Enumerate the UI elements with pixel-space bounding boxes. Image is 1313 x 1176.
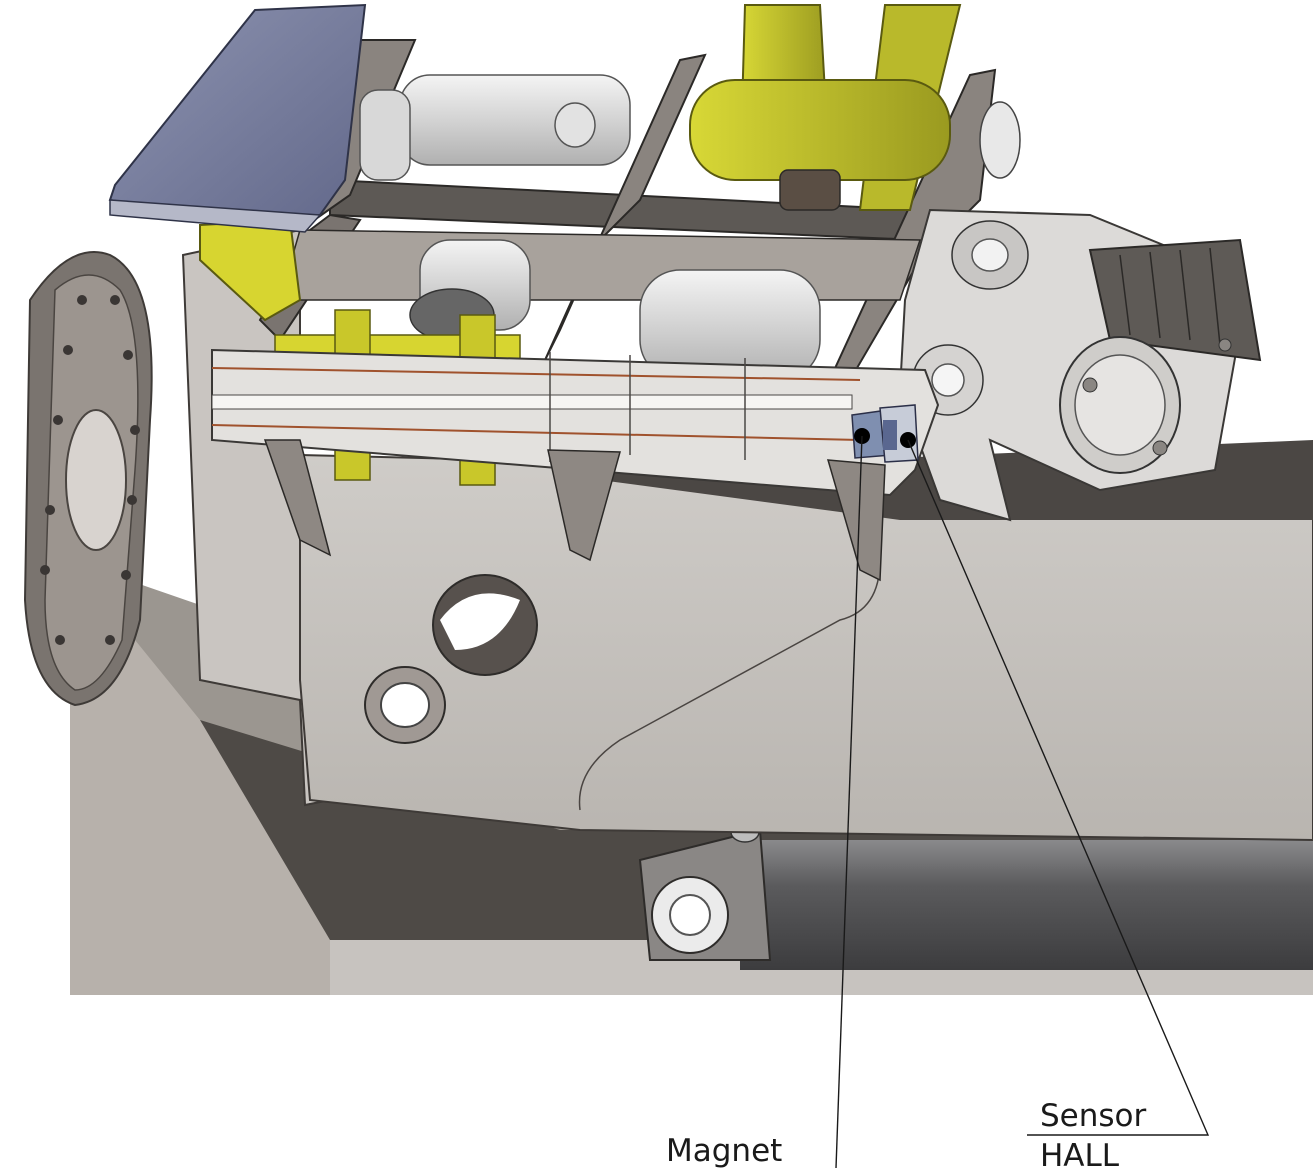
magnet-label: Magnet — [666, 1133, 782, 1169]
beam-contour-line — [578, 559, 881, 811]
assembly-drawing — [23, 3, 1313, 995]
flange-plate — [23, 251, 153, 707]
beam-holes — [364, 574, 538, 744]
magnet-leader-line — [835, 435, 863, 1169]
blue-pedal — [108, 3, 367, 233]
left-floor-wedge — [70, 560, 330, 995]
hall-label: HALL — [1040, 1138, 1120, 1174]
upper-shafts — [359, 74, 821, 381]
hydraulic-cylinder — [638, 821, 1313, 970]
beam-side-face — [299, 453, 1313, 842]
slider-rail — [211, 348, 940, 582]
sensor-label: Sensor — [1040, 1098, 1147, 1134]
hall-sensor-leader-line — [907, 439, 1210, 1136]
